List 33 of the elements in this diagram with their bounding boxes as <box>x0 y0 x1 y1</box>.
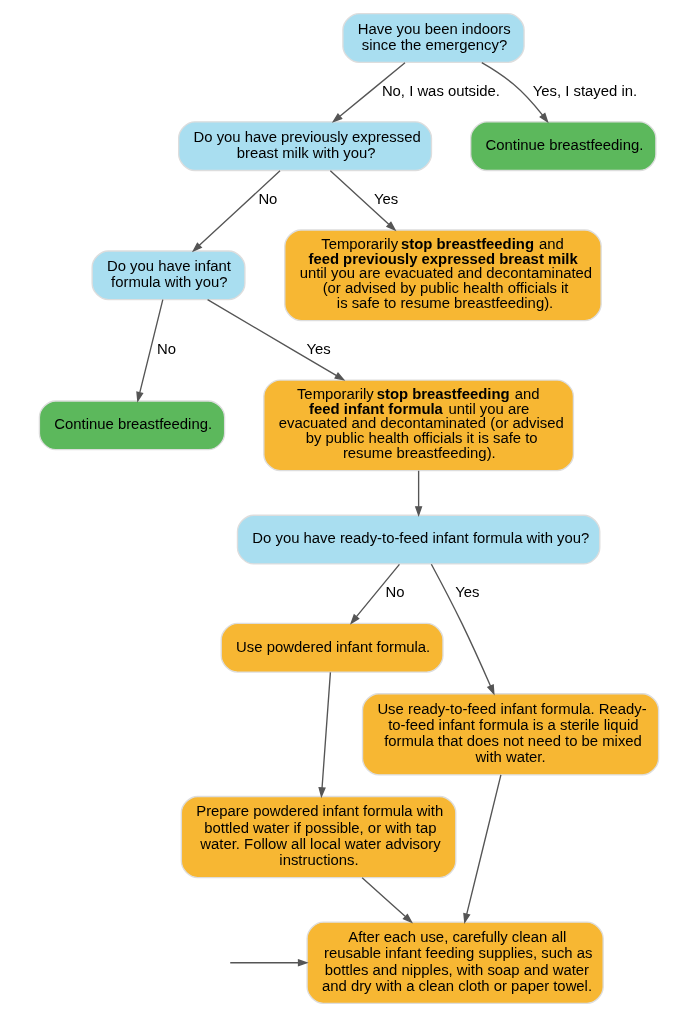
node-box: After each use, carefully clean all reusable infant feeding supplies, such as bottles and nipples, with soap and water and dry with a clean cloth or paper towel. <box>305 921 604 1004</box>
edge-label: Yes <box>305 341 331 358</box>
arrow <box>414 470 422 518</box>
edge-label: Yes <box>454 584 479 601</box>
arrow <box>135 299 163 403</box>
arrow <box>360 876 413 924</box>
arrow <box>317 671 331 799</box>
arrow <box>462 774 502 925</box>
edge-label: No <box>156 341 176 358</box>
arrow <box>349 563 400 625</box>
edge-label: Yes <box>373 191 398 208</box>
node-box: Continue breastfeeding. <box>38 400 225 451</box>
node-box: Use powdered infant formula. <box>220 622 444 673</box>
node-box: Continue breastfeeding. <box>469 121 657 172</box>
edge-label: No, I was outside. <box>381 82 500 99</box>
arrow <box>191 170 281 253</box>
node-box: Temporarily stop breastfeeding and feed infant formula until you are evacuated and decontaminated (or advised by public health officials it is safe to resume breastfeeding). <box>262 379 574 472</box>
edge-label: No <box>257 191 277 208</box>
arrow <box>331 62 406 123</box>
arrow <box>229 958 309 967</box>
node-box: Do you have previously expressed breast milk with you? <box>177 121 432 172</box>
node-box: Temporarily stop breastfeeding and feed previously expressed breast milk until you are evacuated and decontaminated (or advised by public health officials it is safe to resume breastfeeding). <box>283 229 602 322</box>
node-box: Do you have ready-to-feed infant formula with you? <box>236 514 600 565</box>
node-box: Prepare powdered infant formula with bottled water if possible, or with tap water. Follow all local water advisory instructions. <box>180 795 456 879</box>
edge-label: No <box>384 584 404 601</box>
arrow <box>329 170 396 232</box>
node-box: Use ready-to-feed infant formula. Ready-to-feed infant formula is a sterile liquid formula that does not need to be mixed with water. <box>361 693 659 776</box>
node-box: Do you have infant formula with you? <box>90 250 246 301</box>
node-box: Have you been indoors since the emergency? <box>341 13 525 64</box>
edge-label: Yes, I stayed in. <box>532 82 637 99</box>
arrow <box>480 61 549 124</box>
arrow <box>206 299 345 381</box>
arrow <box>430 563 495 696</box>
